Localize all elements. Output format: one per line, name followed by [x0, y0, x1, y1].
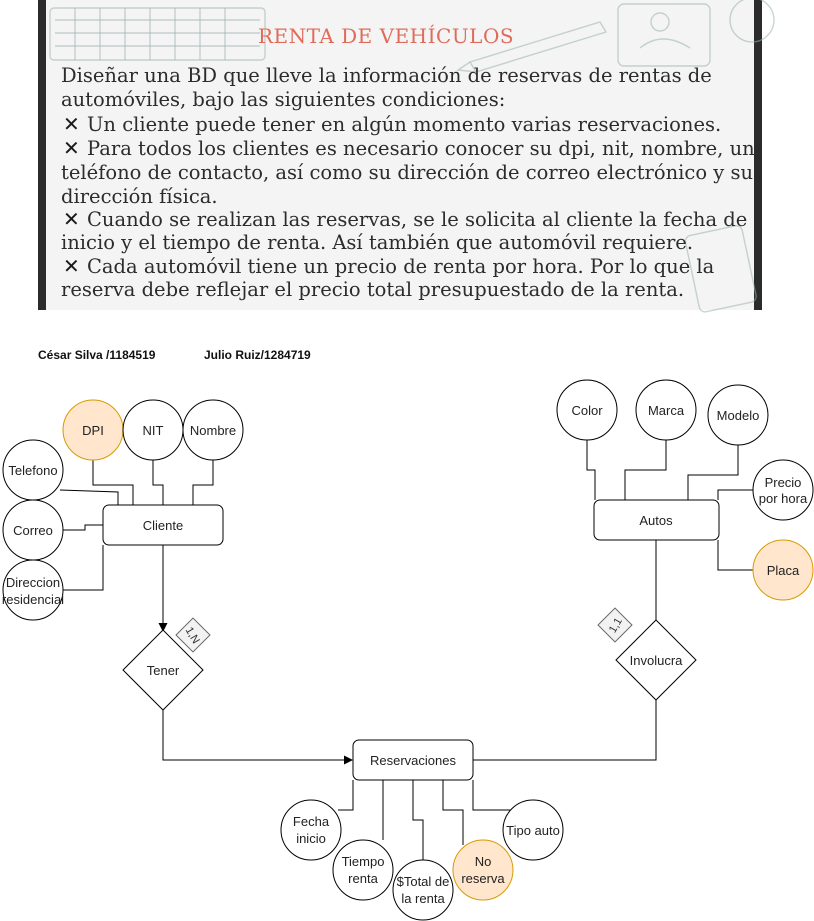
entity-reservaciones[interactable]: Reservaciones: [352, 739, 474, 781]
arrowhead-icon: [158, 623, 168, 632]
attribute-telefono-label: Telefono: [8, 463, 57, 478]
entity-reservaciones-label: Reservaciones: [370, 753, 456, 768]
cardinality-tener: 1,N: [175, 617, 211, 653]
connector-nit[interactable]: [152, 460, 164, 505]
connector-placa[interactable]: [717, 540, 753, 571]
connector-telefono[interactable]: [59, 489, 119, 505]
bullet-x-icon: ✕: [63, 136, 80, 160]
attribute-tiempo-label-2: renta: [348, 871, 378, 886]
attribute-placa-label: Placa: [767, 563, 800, 578]
entity-autos-label: Autos: [639, 513, 673, 528]
bullet-x-icon: ✕: [63, 254, 80, 278]
attribute-nit[interactable]: NIT: [122, 399, 184, 461]
bullet-1-line-1: Un cliente puede tener en algún momento …: [87, 113, 721, 136]
bullet-2-line-1: Para todos los clientes es necesario con…: [87, 137, 755, 160]
attribute-dpi-label: DPI: [82, 423, 104, 438]
connector-tener-reservaciones[interactable]: [162, 710, 345, 761]
attribute-total-renta[interactable]: $Total de la renta: [392, 859, 454, 921]
author-1: César Silva /1184519: [38, 348, 156, 362]
attribute-no-reserva[interactable]: No reserva: [452, 839, 514, 901]
attribute-placa[interactable]: Placa: [752, 539, 814, 601]
arrowhead-icon: [344, 755, 353, 765]
relationship-involucra-label: Involucra: [630, 653, 684, 668]
attribute-marca-label: Marca: [648, 403, 685, 418]
connector-color[interactable]: [586, 440, 596, 500]
attribute-color[interactable]: Color: [556, 379, 618, 441]
attribute-total-label-1: $Total de: [397, 874, 450, 889]
banner-intro-line-2: automóviles, bajo las siguientes condici…: [61, 88, 505, 111]
attribute-nit-label: NIT: [143, 423, 164, 438]
attribute-direccion-residencial[interactable]: Direccion residencial: [2, 559, 64, 621]
attribute-direccion-label-1: Direccion: [6, 575, 60, 590]
connector-correo[interactable]: [63, 524, 103, 531]
cardinality-involucra: 1,1: [597, 607, 633, 643]
bullet-x-icon: ✕: [63, 207, 80, 231]
connector-fecha[interactable]: [338, 780, 354, 811]
attribute-direccion-label-2: residencial: [2, 592, 64, 607]
bullet-4-line-2: reserva debe reflejar el precio total pr…: [61, 278, 684, 301]
connector-reservaciones-involucra[interactable]: [473, 700, 657, 761]
problem-banner: RENTA DE VEHÍCULOS Diseñar una BD que ll…: [38, 0, 775, 313]
attribute-total-label-2: la renta: [401, 891, 445, 906]
attribute-correo[interactable]: Correo: [2, 499, 64, 561]
connector-precio[interactable]: [717, 489, 753, 500]
bullet-2-line-3: dirección física.: [61, 185, 218, 208]
attribute-no-reserva-label-1: No: [475, 854, 492, 869]
attribute-correo-label: Correo: [13, 523, 53, 538]
banner-doodles: [49, 0, 775, 313]
bullet-3-line-1: Cuando se realizan las reservas, se le s…: [87, 208, 747, 231]
attribute-color-label: Color: [571, 403, 603, 418]
connector-dpi[interactable]: [92, 460, 134, 505]
attribute-tipo-auto[interactable]: Tipo auto: [502, 799, 564, 861]
author-2: Julio Ruiz/1284719: [204, 348, 311, 362]
attribute-modelo[interactable]: Modelo: [707, 384, 769, 446]
attribute-no-reserva-label-2: reserva: [461, 871, 505, 886]
attribute-precio-por-hora[interactable]: Precio por hora: [752, 459, 814, 521]
connector-direccion[interactable]: [63, 545, 104, 591]
attribute-nombre[interactable]: Nombre: [182, 399, 244, 461]
bullet-4-line-1: Cada automóvil tiene un precio de renta …: [87, 255, 715, 278]
attribute-telefono[interactable]: Telefono: [2, 439, 64, 501]
connector-tipo-auto[interactable]: [472, 780, 510, 811]
banner-background: [46, 0, 754, 310]
banner-title: RENTA DE VEHÍCULOS: [258, 24, 514, 48]
attribute-marca[interactable]: Marca: [635, 379, 697, 441]
attribute-fecha-label-2: inicio: [296, 831, 326, 846]
attribute-fecha-inicio[interactable]: Fecha inicio: [280, 799, 342, 861]
attribute-precio-label-2: por hora: [759, 491, 808, 506]
attribute-tiempo-renta[interactable]: Tiempo renta: [332, 839, 394, 901]
attribute-nombre-label: Nombre: [190, 423, 236, 438]
relationship-involucra[interactable]: Involucra: [615, 619, 697, 701]
banner-intro-line-1: Diseñar una BD que lleve la información …: [61, 64, 712, 87]
attribute-dpi[interactable]: DPI: [62, 399, 124, 461]
connector-total[interactable]: [412, 780, 424, 860]
attribute-modelo-label: Modelo: [717, 408, 760, 423]
connector-no-reserva[interactable]: [442, 780, 464, 845]
connector-marca[interactable]: [624, 440, 667, 500]
entity-cliente-label: Cliente: [143, 518, 183, 533]
bullet-x-icon: ✕: [63, 112, 80, 136]
relationship-tener[interactable]: Tener: [122, 629, 204, 711]
bullet-2-line-2: teléfono de contacto, así como su direcc…: [61, 161, 753, 184]
relationship-tener-label: Tener: [147, 663, 180, 678]
attribute-precio-label-1: Precio: [765, 475, 802, 490]
entity-autos[interactable]: Autos: [593, 499, 720, 541]
entity-cliente[interactable]: Cliente: [102, 504, 224, 546]
connectors: [59, 440, 753, 860]
bullet-3-line-2: inicio y el tiempo de renta. Así también…: [61, 231, 693, 254]
attribute-tiempo-label-1: Tiempo: [342, 854, 385, 869]
attribute-tipo-auto-label: Tipo auto: [506, 823, 560, 838]
attribute-fecha-label-1: Fecha: [293, 814, 330, 829]
connector-modelo[interactable]: [687, 445, 739, 500]
connector-nombre[interactable]: [192, 460, 214, 505]
